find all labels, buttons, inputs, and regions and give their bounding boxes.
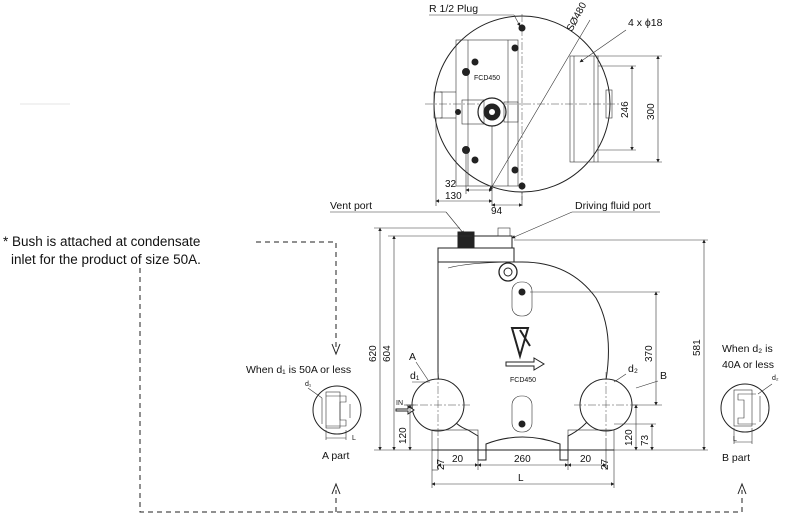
- dim-120-right: 120: [624, 429, 635, 446]
- dim-27-left: 27: [436, 458, 447, 470]
- plug-label: R 1/2 Plug: [429, 3, 478, 15]
- dim-604: 604: [382, 345, 393, 362]
- b-part-circle: [720, 383, 770, 433]
- label-A: A: [409, 351, 416, 363]
- dim-27-right: 27: [600, 458, 611, 470]
- vent-port-label: Vent port: [330, 200, 372, 212]
- dim-246: 246: [620, 101, 631, 118]
- when-d1-label: When d₁ is 50A or less: [246, 364, 351, 376]
- dim-73: 73: [640, 434, 651, 446]
- when-d2-line1: When d₂ is: [722, 343, 773, 355]
- driving-port-label: Driving fluid port: [575, 200, 651, 212]
- a-part-L: L: [352, 435, 356, 442]
- label-d2: d₂: [628, 363, 638, 375]
- a-part-d1: d₁: [305, 381, 312, 388]
- dim-94: 94: [491, 206, 503, 217]
- note-area: * Bush is attached at condensate inlet f…: [3, 234, 747, 513]
- top-view-side-flange: [569, 55, 599, 163]
- front-model-text: FCD450: [510, 377, 536, 384]
- dim-L-bottom: L: [518, 473, 524, 484]
- dim-370: 370: [644, 345, 655, 362]
- dim-120-left: 120: [398, 427, 409, 444]
- top-view: FCD450 246 300 4 x ϕ18 SØ480 R 1/2 Plug …: [425, 0, 663, 217]
- top-view-bolts: [455, 24, 526, 190]
- dim-620: 620: [368, 345, 379, 362]
- note-line-2: inlet for the product of size 50A.: [11, 252, 201, 267]
- dim-32: 32: [445, 179, 457, 190]
- label-B: B: [660, 370, 667, 382]
- dim-300: 300: [646, 103, 657, 120]
- dim-260: 260: [514, 454, 531, 465]
- b-part-L: L: [733, 436, 737, 443]
- label-d1: d₁: [410, 370, 420, 382]
- top-view-model-text: FCD450: [474, 75, 500, 82]
- b-part-d2: d₂: [772, 375, 779, 382]
- a-part-circle: [312, 385, 362, 435]
- dim-130: 130: [445, 191, 462, 202]
- sphere-label: SØ480: [565, 0, 590, 33]
- b-part-detail: When d₂ is 40A or less d₂ L B part: [720, 343, 779, 464]
- front-view: FCD450 A d₁ d₂ B IN Vent port Driving fl…: [330, 200, 708, 488]
- a-part-label: A part: [322, 450, 350, 462]
- a-part-detail: When d₁ is 50A or less d₁ L A part: [246, 364, 362, 462]
- holes-label: 4 x ϕ18: [628, 17, 663, 29]
- dim-20-right: 20: [580, 454, 592, 465]
- dim-20-left: 20: [452, 454, 464, 465]
- dim-581: 581: [692, 339, 703, 356]
- front-top-block: [437, 247, 515, 263]
- label-IN: IN: [396, 400, 403, 407]
- when-d2-line2: 40A or less: [722, 359, 774, 371]
- note-line-1: * Bush is attached at condensate: [3, 234, 200, 249]
- b-part-label: B part: [722, 452, 750, 464]
